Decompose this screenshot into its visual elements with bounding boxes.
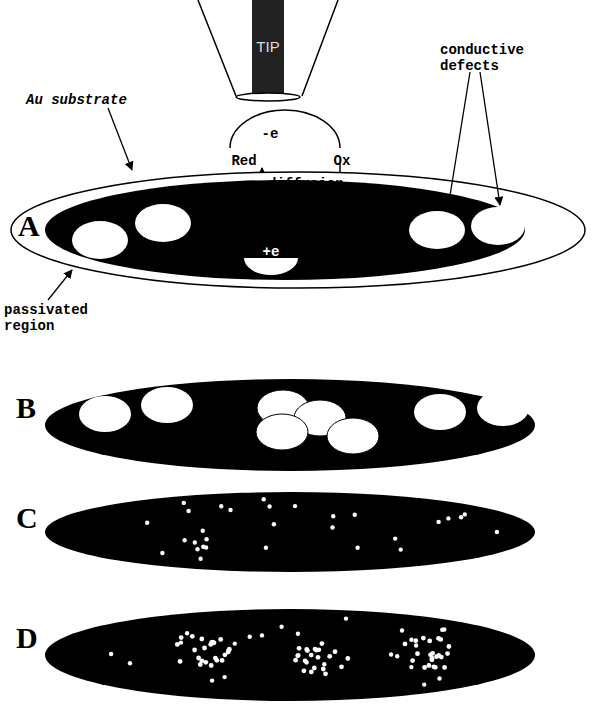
- electron-label: +e: [263, 244, 280, 260]
- part-label: passivated region: [4, 302, 100, 334]
- substrate-b: [45, 379, 535, 471]
- electron-label: -e: [262, 126, 279, 142]
- part-label: Au substrate: [26, 92, 127, 108]
- substrate-d: [45, 609, 535, 701]
- panel-letter: C: [16, 502, 38, 534]
- tip-label: TIP: [256, 38, 279, 55]
- process-label: diffusion: [268, 176, 344, 192]
- substrate-a: [11, 172, 585, 288]
- panel-letter: D: [16, 622, 38, 654]
- part-label: conductive defects: [440, 42, 540, 74]
- species-label: Ox: [334, 153, 351, 169]
- tip: [198, 0, 338, 101]
- species-label: Red: [231, 153, 256, 169]
- defect-dots: [109, 497, 499, 687]
- substrate-c: [45, 492, 535, 572]
- panel-letter: B: [16, 392, 36, 424]
- panel-letter: A: [18, 210, 40, 242]
